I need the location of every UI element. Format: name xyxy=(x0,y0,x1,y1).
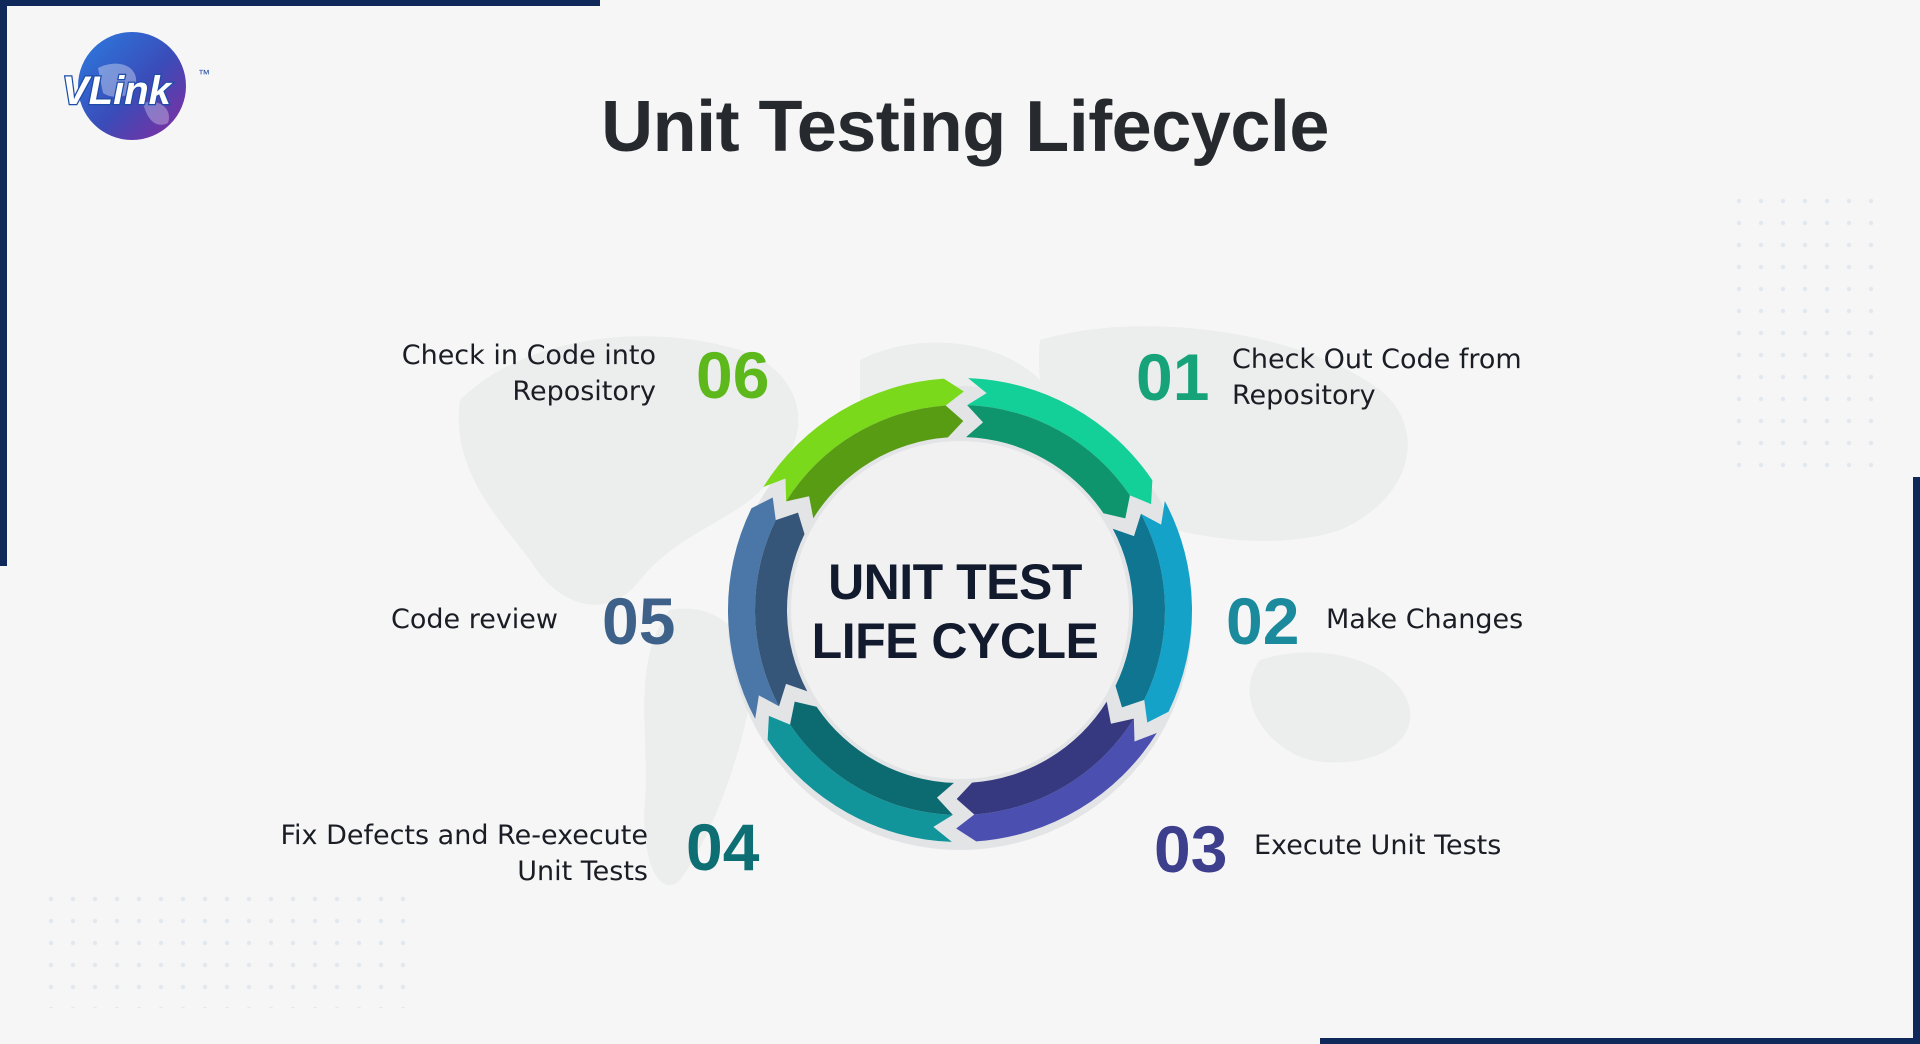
dot-pattern-left xyxy=(40,888,420,1008)
segment-06-outer xyxy=(763,378,964,502)
segment-06-inner xyxy=(786,405,964,519)
segment-01-inner xyxy=(966,405,1130,519)
ring-center-disc xyxy=(791,441,1129,779)
step-01-label: Check Out Code from Repository xyxy=(1232,342,1522,414)
segment-01-outer xyxy=(967,378,1153,505)
segment-04-inner xyxy=(790,701,954,815)
step-01-label-line-1: Check Out Code from xyxy=(1232,344,1522,375)
step-06-label-line-2: Repository xyxy=(512,376,656,407)
step-06-label-line-1: Check in Code into xyxy=(401,340,656,371)
step-05-number: 05 xyxy=(602,584,676,658)
step-03-label-line-1: Execute Unit Tests xyxy=(1254,830,1502,861)
step-03-number: 03 xyxy=(1154,812,1228,886)
step-04-label-line-1: Fix Defects and Re-execute xyxy=(280,820,648,851)
step-05-label-line-1: Code review xyxy=(391,604,558,635)
frame-top-line xyxy=(0,0,600,6)
step-02-number: 02 xyxy=(1226,584,1300,658)
dot-pattern-right xyxy=(1728,190,1878,480)
step-06-number: 06 xyxy=(696,338,770,412)
frame-left-line xyxy=(0,0,7,566)
segment-02-inner xyxy=(1112,513,1165,708)
center-title-line-1: UNIT TEST xyxy=(828,554,1082,610)
step-03-label: Execute Unit Tests xyxy=(1254,828,1501,864)
frame-right-line xyxy=(1913,477,1920,1044)
vlink-logo: VLink ™ xyxy=(61,32,210,140)
step-05-label: Code review xyxy=(300,602,558,638)
segment-03-inner xyxy=(956,701,1134,815)
logo-wordmark: VLink xyxy=(62,69,173,113)
page-title: Unit Testing Lifecycle xyxy=(601,87,1329,167)
segment-03-outer xyxy=(956,718,1157,842)
segment-05-inner xyxy=(755,512,808,707)
step-04-label: Fix Defects and Re-execute Unit Tests xyxy=(248,818,648,890)
frame-bottom-line xyxy=(1320,1038,1920,1044)
segment-02-outer xyxy=(1141,501,1192,723)
step-02-label-line-1: Make Changes xyxy=(1326,604,1524,635)
step-04-label-line-2: Unit Tests xyxy=(517,856,648,887)
globe-icon xyxy=(78,32,186,140)
step-04-number: 04 xyxy=(686,810,760,884)
step-01-label-line-2: Repository xyxy=(1232,380,1376,411)
step-01-number: 01 xyxy=(1136,340,1210,414)
logo-trademark: ™ xyxy=(198,67,210,81)
step-06-label: Check in Code into Repository xyxy=(300,338,656,410)
segment-04-outer xyxy=(767,715,953,842)
lifecycle-ring xyxy=(728,378,1192,850)
segment-05-outer xyxy=(728,497,779,719)
center-title-line-2: LIFE CYCLE xyxy=(811,613,1099,669)
step-02-label: Make Changes xyxy=(1326,602,1523,638)
